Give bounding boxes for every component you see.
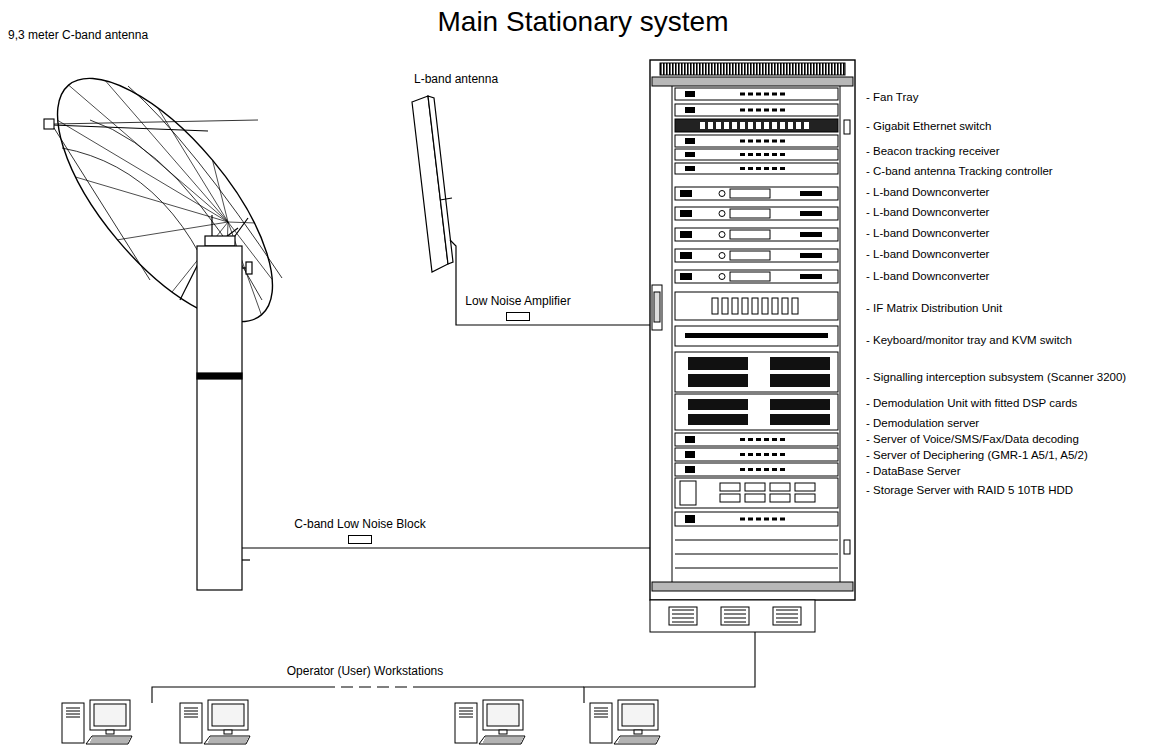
unit-label: - Signalling interception subsystem (Sca…	[866, 371, 1126, 384]
lnb-symbol	[348, 535, 372, 544]
unit-label: - DataBase Server	[866, 465, 961, 478]
workstation	[180, 700, 250, 744]
workstation-wiring	[152, 632, 755, 703]
rack-unit	[675, 228, 838, 241]
rack-unit	[675, 394, 838, 430]
unit-label: - Demodulation server	[866, 417, 979, 430]
diagram-title: Main Stationary system	[438, 6, 729, 38]
rack-unit	[675, 270, 838, 283]
unit-label: - Beacon tracking receiver	[866, 145, 1000, 158]
unit-label: - Storage Server with RAID 5 10TB HDD	[866, 484, 1073, 497]
unit-label: - L-band Downconverter	[866, 248, 989, 261]
l-band-antenna	[412, 96, 650, 325]
part-label: Operator (User) Workstations	[287, 665, 444, 679]
equipment-rack	[650, 60, 855, 632]
rack-unit	[675, 292, 838, 320]
unit-label: - L-band Downconverter	[866, 206, 989, 219]
rack-unit	[675, 478, 838, 508]
rack-unit	[675, 207, 838, 220]
lnb-cable	[242, 547, 650, 548]
unit-label: - C-band antenna Tracking controller	[866, 165, 1053, 178]
lnb-box: C-band Low Noise Block	[294, 517, 425, 552]
unit-label: - IF Matrix Distribution Unit	[866, 302, 1002, 315]
antenna-pedestal	[180, 215, 252, 590]
amplifier-box: Low Noise Amplifier	[465, 294, 570, 329]
unit-label: - Keyboard/monitor tray and KVM switch	[866, 334, 1072, 347]
c-band-dish	[21, 45, 309, 355]
dish-rib	[158, 108, 228, 222]
rack-unit	[675, 352, 838, 392]
vent	[721, 607, 749, 625]
rack-unit	[675, 163, 838, 174]
dish-rib	[58, 120, 228, 222]
node-label: Low Noise Amplifier	[465, 294, 570, 311]
dish-rib	[69, 85, 228, 222]
unit-label: - Server of Voice/SMS/Fax/Data decoding	[866, 433, 1079, 446]
vent	[669, 607, 697, 625]
rack-unit	[675, 530, 838, 580]
rack-unit	[675, 135, 838, 147]
amplifier-symbol	[506, 312, 530, 321]
workstation	[62, 700, 132, 744]
rack-unit	[675, 249, 838, 262]
rack-unit	[675, 433, 838, 446]
unit-label: - Demodulation Unit with fitted DSP card…	[866, 397, 1077, 410]
unit-label: - L-band Downconverter	[866, 227, 989, 240]
rack-unit	[675, 512, 838, 526]
rack-unit	[675, 119, 838, 132]
rack-unit	[675, 448, 838, 461]
rack-unit	[675, 149, 838, 160]
rack-unit	[675, 104, 838, 116]
dish-rib	[212, 160, 228, 222]
vent	[773, 607, 801, 625]
dish-rib	[228, 222, 254, 224]
unit-label: - Gigabit Ethernet switch	[866, 120, 991, 133]
workstation	[590, 700, 660, 744]
part-label: 9,3 meter C-band antenna	[8, 29, 148, 43]
rack-unit	[675, 463, 838, 476]
unit-label: - L-band Downconverter	[866, 186, 989, 199]
workstation	[455, 700, 525, 744]
dish-rib	[105, 81, 228, 222]
rack-unit	[675, 187, 838, 200]
unit-label: - Fan Tray	[866, 91, 918, 104]
node-label: C-band Low Noise Block	[294, 517, 425, 534]
part-label: L-band antenna	[414, 73, 498, 87]
rack-unit	[675, 88, 838, 100]
rack-unit	[675, 326, 838, 346]
unit-label: - L-band Downconverter	[866, 270, 989, 283]
unit-label: - Server of Deciphering (GMR-1 A5/1, A5/…	[866, 449, 1088, 462]
dish-rib	[76, 177, 228, 222]
